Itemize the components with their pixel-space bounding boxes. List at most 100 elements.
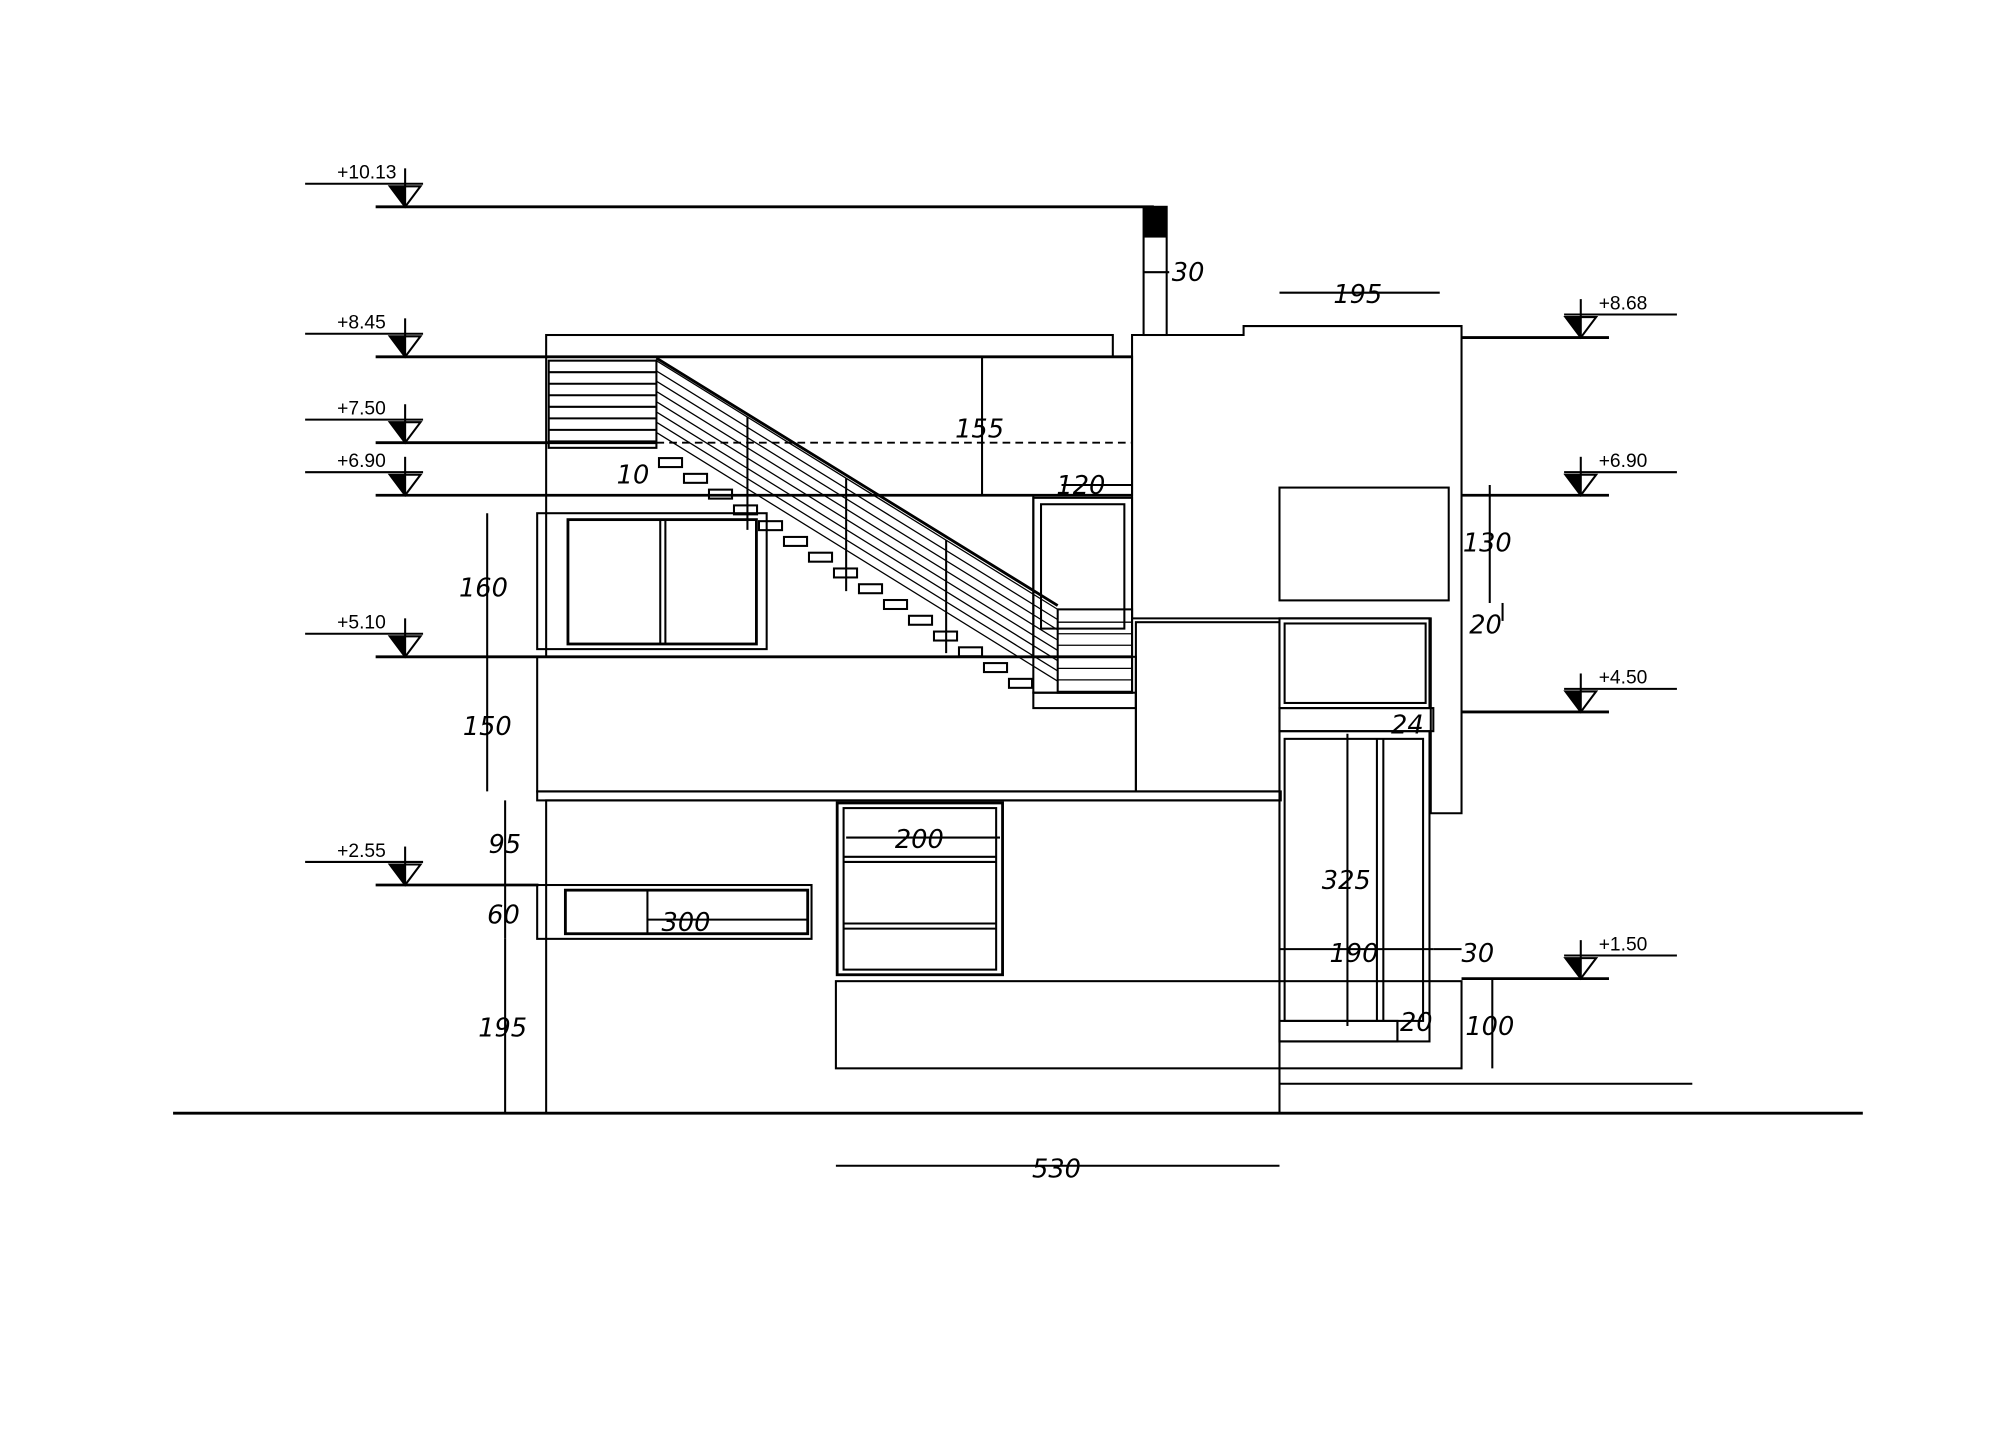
- level-label: +6.90: [1599, 451, 1648, 472]
- strip-window: [536, 883, 813, 940]
- dimension: 20: [1469, 602, 1504, 641]
- stair-railing: [655, 356, 1134, 694]
- dimension: 30: [1143, 258, 1205, 288]
- middle-brick-band: [536, 655, 1137, 793]
- level-marker: +7.50: [305, 399, 657, 445]
- dimension-label: 60: [487, 900, 520, 930]
- dimension-label: 200: [895, 825, 944, 855]
- stair-step: [732, 504, 759, 516]
- dimension-label: 20: [1400, 1008, 1433, 1038]
- dimension: 95: [488, 800, 521, 886]
- rail-bar: [656, 380, 1059, 631]
- stair-step: [782, 535, 809, 547]
- level-markers: +10.13 +8.45 +7.50 +6.90 +5.10 +2.55 +8.68 +6.9…: [305, 163, 1677, 981]
- dimension-label: 195: [1333, 280, 1382, 310]
- dimension-label: 160: [459, 574, 508, 604]
- louver-panel: [547, 359, 658, 449]
- building: [173, 205, 1863, 1115]
- dimension: 30: [1433, 939, 1494, 969]
- rail-bar: [656, 431, 1059, 682]
- level-label: +8.45: [337, 313, 386, 334]
- stair-step: [857, 583, 884, 595]
- dimension: 130: [1463, 485, 1512, 603]
- level-marker: +10.13: [305, 163, 1154, 209]
- stair-step: [757, 520, 784, 532]
- dimension: 120: [1056, 471, 1133, 501]
- brick-tower: [1131, 325, 1463, 815]
- stair-step: [907, 614, 934, 626]
- level-marker: +8.45: [305, 313, 1133, 359]
- stair-step: [682, 472, 709, 484]
- level-marker: +2.55: [305, 841, 539, 887]
- rail-bar: [656, 390, 1059, 641]
- level-label: +4.50: [1599, 668, 1648, 689]
- stair-step: [957, 646, 984, 658]
- level-label: +10.13: [337, 163, 396, 184]
- dimension: 530: [835, 1154, 1280, 1184]
- level-marker: +8.68: [1461, 293, 1677, 340]
- dimension-label: 120: [1056, 471, 1105, 501]
- level-marker: +6.90: [305, 451, 1133, 497]
- dimension: 10: [617, 461, 650, 491]
- dimension: 325: [1322, 733, 1371, 1027]
- dimension: 150: [463, 656, 512, 792]
- dimension: 300: [647, 908, 808, 938]
- dimension: 20: [1396, 1008, 1433, 1042]
- brick-panel: [1278, 486, 1450, 602]
- chimney-cap: [1143, 206, 1167, 238]
- level-label: +1.50: [1599, 934, 1648, 955]
- level-label: +5.10: [337, 613, 386, 634]
- level-label: +2.55: [337, 841, 386, 862]
- rail-bar: [656, 421, 1059, 672]
- floor-slab: [536, 790, 1282, 802]
- dimension: 190: [1279, 939, 1434, 969]
- stair-step: [657, 457, 684, 469]
- dimension-label: 20: [1469, 611, 1502, 641]
- level-marker: +1.50: [1461, 934, 1677, 981]
- level-marker: +6.90: [1461, 451, 1677, 497]
- stair-step: [1007, 677, 1034, 689]
- level-label: +7.50: [337, 399, 386, 420]
- dimension: 195: [478, 938, 527, 1114]
- dimension-label: 150: [463, 712, 512, 742]
- dimension-label: 195: [478, 1013, 527, 1043]
- dimension-label: 100: [1465, 1012, 1514, 1042]
- stair-steps: [657, 457, 1034, 689]
- level-label: +6.90: [337, 451, 386, 472]
- dimension-label: 130: [1463, 529, 1512, 559]
- dimension-label: 300: [662, 908, 711, 938]
- dimension-label: 24: [1391, 711, 1424, 741]
- dimensions: 30 195 155 10 120 130 20 160 150 24 95 200 325 60 300 1…: [459, 258, 1514, 1184]
- level-marker: +4.50: [1461, 668, 1677, 714]
- stucco-column: [1134, 621, 1281, 793]
- dimension-label: 30: [1172, 258, 1205, 288]
- dimension-label: 190: [1329, 939, 1378, 969]
- dimension-label: 325: [1322, 866, 1371, 896]
- middle-window: [835, 801, 1004, 977]
- upper-door: [1032, 496, 1137, 710]
- dimension: 24: [1391, 711, 1424, 741]
- parapet: [545, 333, 1114, 358]
- dimension: 195: [1279, 280, 1440, 310]
- dimension-label: 95: [488, 830, 521, 860]
- level-label: +8.68: [1599, 293, 1648, 314]
- dimension-label: 155: [955, 415, 1004, 445]
- lower-brick-band: [834, 980, 1463, 1070]
- upper-left-window: [536, 512, 768, 651]
- dimension: 60: [487, 885, 520, 939]
- level-marker: +5.10: [305, 613, 1133, 659]
- dimension: 100: [1465, 978, 1514, 1069]
- stair-step: [882, 598, 909, 611]
- dimension-label: 30: [1462, 939, 1495, 969]
- dimension: 200: [846, 825, 1001, 855]
- rail-bar: [656, 411, 1059, 662]
- rail-bar: [656, 360, 1059, 610]
- dimension: 160: [459, 513, 508, 657]
- dimension-label: 530: [1032, 1154, 1081, 1184]
- dimension-label: 10: [617, 461, 650, 491]
- stair-step: [982, 662, 1009, 674]
- stair-step: [807, 551, 834, 563]
- rail-bar: [656, 401, 1059, 651]
